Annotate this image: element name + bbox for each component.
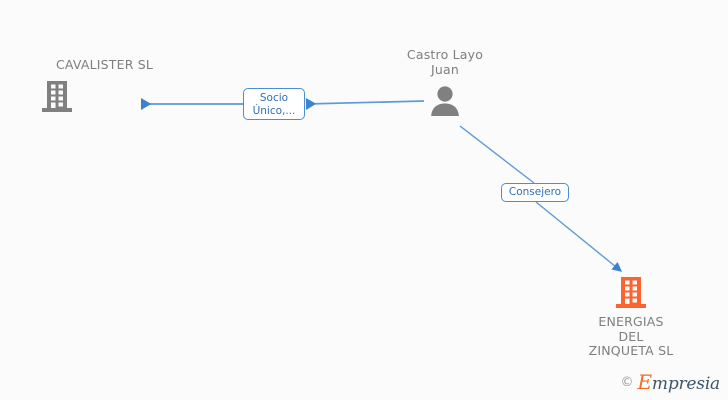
empresia-watermark: © Empresia: [621, 370, 721, 394]
node-label-energias-del-zinqueta-sl: ENERGIAS DEL ZINQUETA SL: [588, 314, 674, 358]
brand-rest: mpresia: [651, 374, 720, 394]
building-icon: [616, 277, 646, 308]
node-label-cavalister-sl: CAVALISTER SL: [56, 57, 154, 72]
node-cavalister-sl[interactable]: CAVALISTER SL: [40, 57, 160, 113]
building-icon: [42, 80, 72, 112]
edge-label-consejero[interactable]: Consejero: [501, 183, 569, 202]
copyright-icon: ©: [620, 374, 634, 390]
edge-label-socio-unico[interactable]: Socio Único,...: [243, 88, 305, 120]
person-icon: [431, 86, 459, 116]
brand-wordmark: Empresia: [638, 370, 721, 394]
node-label-castro-layo-juan: Castro Layo Juan: [406, 47, 484, 77]
brand-initial: E: [637, 370, 653, 394]
node-castro-layo-juan[interactable]: Castro Layo Juan: [383, 47, 507, 117]
node-energias-del-zinqueta-sl[interactable]: ENERGIAS DEL ZINQUETA SL: [570, 275, 692, 359]
